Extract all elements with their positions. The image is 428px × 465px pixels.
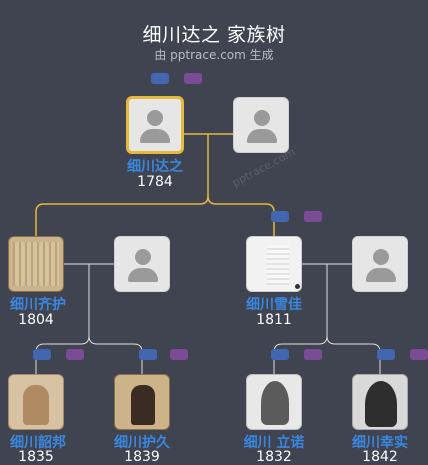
person-year-gc1: 1835 bbox=[18, 449, 54, 465]
person-name-gc4[interactable]: 细川幸实 bbox=[352, 435, 408, 451]
person-name-child1[interactable]: 细川齐护 bbox=[10, 297, 66, 313]
link-child2-to-children bbox=[273, 264, 328, 374]
link-root-to-child2 bbox=[207, 195, 275, 236]
person-photo-child2-spouse[interactable] bbox=[352, 236, 408, 292]
person-photo-child1[interactable] bbox=[8, 236, 64, 292]
avatar-placeholder-body bbox=[128, 268, 158, 282]
avatar-placeholder-body bbox=[366, 268, 396, 282]
photo-marker-icon bbox=[295, 284, 300, 289]
avatar-placeholder-icon bbox=[135, 249, 151, 265]
avatar-placeholder-icon bbox=[147, 110, 163, 126]
person-name-child2[interactable]: 细川雪佳 bbox=[246, 297, 302, 313]
person-year-gc2: 1839 bbox=[124, 449, 160, 465]
person-photo-gc4[interactable] bbox=[352, 374, 408, 430]
person-photo-gc1[interactable] bbox=[8, 374, 64, 430]
link-child2-to-gc4 bbox=[326, 335, 381, 374]
tag-purple[interactable] bbox=[410, 349, 428, 360]
portrait-figure bbox=[365, 381, 397, 427]
link-child1-to-children bbox=[35, 264, 90, 374]
person-name-root[interactable]: 细川达之 bbox=[127, 159, 183, 175]
document-scan-image bbox=[267, 245, 289, 285]
tag-blue[interactable] bbox=[271, 211, 289, 222]
person-photo-child2[interactable] bbox=[246, 236, 302, 292]
avatar-placeholder-icon bbox=[373, 249, 389, 265]
document-scan-image bbox=[13, 242, 59, 286]
person-photo-root-spouse[interactable] bbox=[233, 97, 289, 153]
person-year-gc3: 1832 bbox=[256, 449, 292, 465]
avatar-placeholder-body bbox=[140, 129, 170, 143]
link-root-to-children bbox=[35, 134, 209, 236]
portrait-figure bbox=[23, 385, 49, 425]
tag-purple[interactable] bbox=[304, 349, 322, 360]
avatar-placeholder-icon bbox=[254, 110, 270, 126]
tag-purple[interactable] bbox=[170, 349, 188, 360]
avatar-placeholder-body bbox=[247, 129, 277, 143]
tag-blue[interactable] bbox=[33, 349, 51, 360]
tag-purple[interactable] bbox=[66, 349, 84, 360]
person-name-gc1[interactable]: 细川韶邦 bbox=[10, 435, 66, 451]
tag-blue[interactable] bbox=[151, 73, 169, 84]
person-photo-gc2[interactable] bbox=[114, 374, 170, 430]
person-photo-gc3[interactable] bbox=[246, 374, 302, 430]
link-child1-to-gc2 bbox=[88, 335, 143, 374]
person-year-gc4: 1842 bbox=[362, 449, 398, 465]
person-photo-root[interactable] bbox=[126, 96, 184, 154]
person-year-root: 1784 bbox=[137, 174, 173, 190]
person-name-gc2[interactable]: 细川护久 bbox=[114, 435, 170, 451]
tag-blue[interactable] bbox=[377, 349, 395, 360]
person-name-gc3[interactable]: 细川 立诺 bbox=[243, 435, 305, 451]
portrait-figure bbox=[261, 381, 289, 425]
tag-purple[interactable] bbox=[304, 211, 322, 222]
tag-purple[interactable] bbox=[184, 73, 202, 84]
person-year-child2: 1811 bbox=[256, 312, 292, 328]
portrait-figure bbox=[131, 385, 155, 425]
tag-blue[interactable] bbox=[271, 349, 289, 360]
page-title: 细川达之 家族树 bbox=[142, 24, 286, 46]
person-photo-child1-spouse[interactable] bbox=[114, 236, 170, 292]
tag-blue[interactable] bbox=[139, 349, 157, 360]
page-subtitle: 由 pptrace.com 生成 bbox=[154, 48, 274, 62]
person-year-child1: 1804 bbox=[18, 312, 54, 328]
